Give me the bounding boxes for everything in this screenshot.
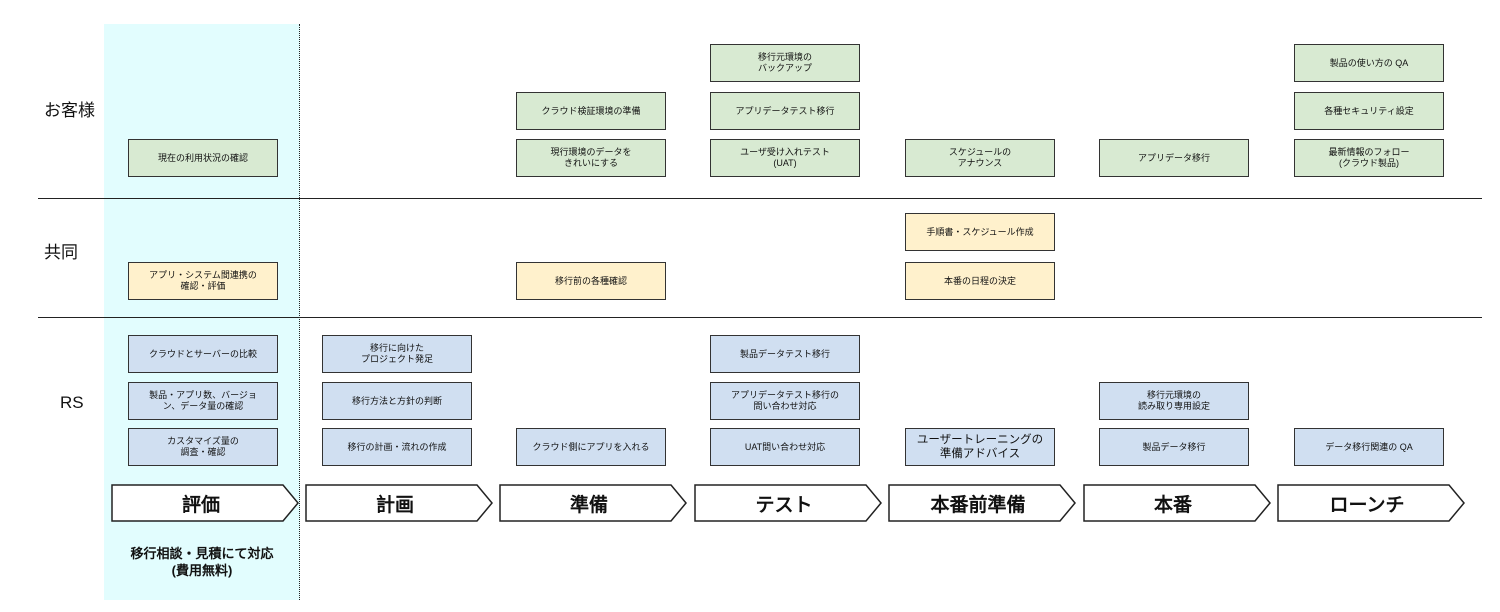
task-box: ユーザ受け入れテスト (UAT) <box>710 139 860 177</box>
task-box: 移行元環境の 読み取り専用設定 <box>1099 382 1249 420</box>
phase-arrow-evaluation: 評価 <box>111 484 301 522</box>
task-box: ユーザートレーニングの 準備アドバイス <box>905 428 1055 466</box>
phase-arrow-production: 本番 <box>1083 484 1273 522</box>
task-box: クラウドとサーバーの比較 <box>128 335 278 373</box>
task-box: 移行に向けた プロジェクト発足 <box>322 335 472 373</box>
row-label-rs: RS <box>60 393 84 412</box>
phase-arrow-launch: ローンチ <box>1277 484 1467 522</box>
task-box: 製品データ移行 <box>1099 428 1249 466</box>
row-label-joint: 共同 <box>44 243 78 262</box>
phase-arrow-shape <box>1277 484 1465 522</box>
task-box: 移行方法と方針の判断 <box>322 382 472 420</box>
task-box: 移行元環境の バックアップ <box>710 44 860 82</box>
phase-label: 計画 <box>375 494 414 516</box>
task-box: UAT問い合わせ対応 <box>710 428 860 466</box>
phase-label: 準備 <box>569 494 608 516</box>
phase-arrow-shape <box>499 484 687 522</box>
phase-arrow-shape <box>111 484 299 522</box>
phase-arrow-shape <box>694 484 882 522</box>
phase-label: 本番前準備 <box>930 494 1026 516</box>
phase-label: ローンチ <box>1329 494 1405 516</box>
row-divider-customer-joint <box>38 198 1482 199</box>
task-box: 最新情報のフォロー (クラウド製品) <box>1294 139 1444 177</box>
evaluation-divider <box>299 24 300 600</box>
task-box: アプリデータテスト移行 <box>710 92 860 130</box>
task-box: アプリデータ移行 <box>1099 139 1249 177</box>
phase-arrow-shape <box>1083 484 1271 522</box>
phase-arrow-test: テスト <box>694 484 884 522</box>
task-box: 移行前の各種確認 <box>516 262 666 300</box>
task-box: 現在の利用状況の確認 <box>128 139 278 177</box>
task-box: データ移行関連の QA <box>1294 428 1444 466</box>
phase-label: テスト <box>755 494 813 516</box>
task-box: 各種セキュリティ設定 <box>1294 92 1444 130</box>
task-box: クラウド検証環境の準備 <box>516 92 666 130</box>
task-box: 現行環境のデータを きれいにする <box>516 139 666 177</box>
task-box: アプリ・システム間連携の 確認・評価 <box>128 262 278 300</box>
phase-arrow-preparation: 準備 <box>499 484 689 522</box>
task-box: 製品・アプリ数、バージョ ン、データ量の確認 <box>128 382 278 420</box>
task-box: 製品の使い方の QA <box>1294 44 1444 82</box>
evaluation-note: 移行相談・見積にて対応 (費用無料) <box>130 546 274 578</box>
phase-label: 本番 <box>1153 494 1192 516</box>
phase-arrow-shape <box>305 484 493 522</box>
task-box: 本番の日程の決定 <box>905 262 1055 300</box>
task-box: 手順書・スケジュール作成 <box>905 213 1055 251</box>
task-box: カスタマイズ量の 調査・確認 <box>128 428 278 466</box>
phase-arrow-shape <box>888 484 1076 522</box>
phase-arrow-preproduction: 本番前準備 <box>888 484 1078 522</box>
task-box: 移行の計画・流れの作成 <box>322 428 472 466</box>
row-label-customer: お客様 <box>44 101 95 120</box>
phase-arrow-planning: 計画 <box>305 484 495 522</box>
task-box: 製品データテスト移行 <box>710 335 860 373</box>
task-box: クラウド側にアプリを入れる <box>516 428 666 466</box>
phase-label: 評価 <box>181 494 220 516</box>
task-box: スケジュールの アナウンス <box>905 139 1055 177</box>
row-divider-joint-rs <box>38 317 1482 318</box>
task-box: アプリデータテスト移行の 問い合わせ対応 <box>710 382 860 420</box>
